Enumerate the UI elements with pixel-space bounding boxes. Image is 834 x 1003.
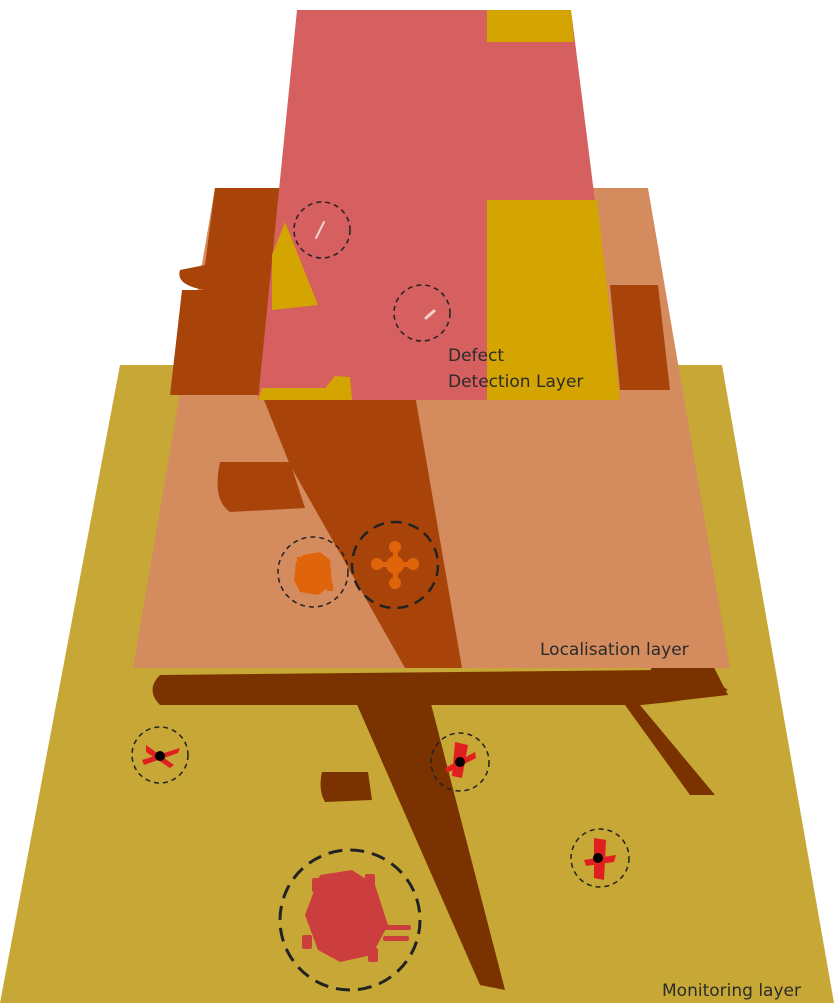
localisation-layer-label: Localisation layer: [540, 640, 689, 660]
defect-layer-label-line2: Detection Layer: [448, 372, 583, 392]
defect-detection-layer: Defect Detection Layer: [258, 10, 620, 400]
monitoring-layer-label: Monitoring layer: [662, 981, 801, 1001]
defect-layer-label-line1: Defect: [448, 346, 504, 366]
aircraft-engine: [321, 772, 372, 802]
